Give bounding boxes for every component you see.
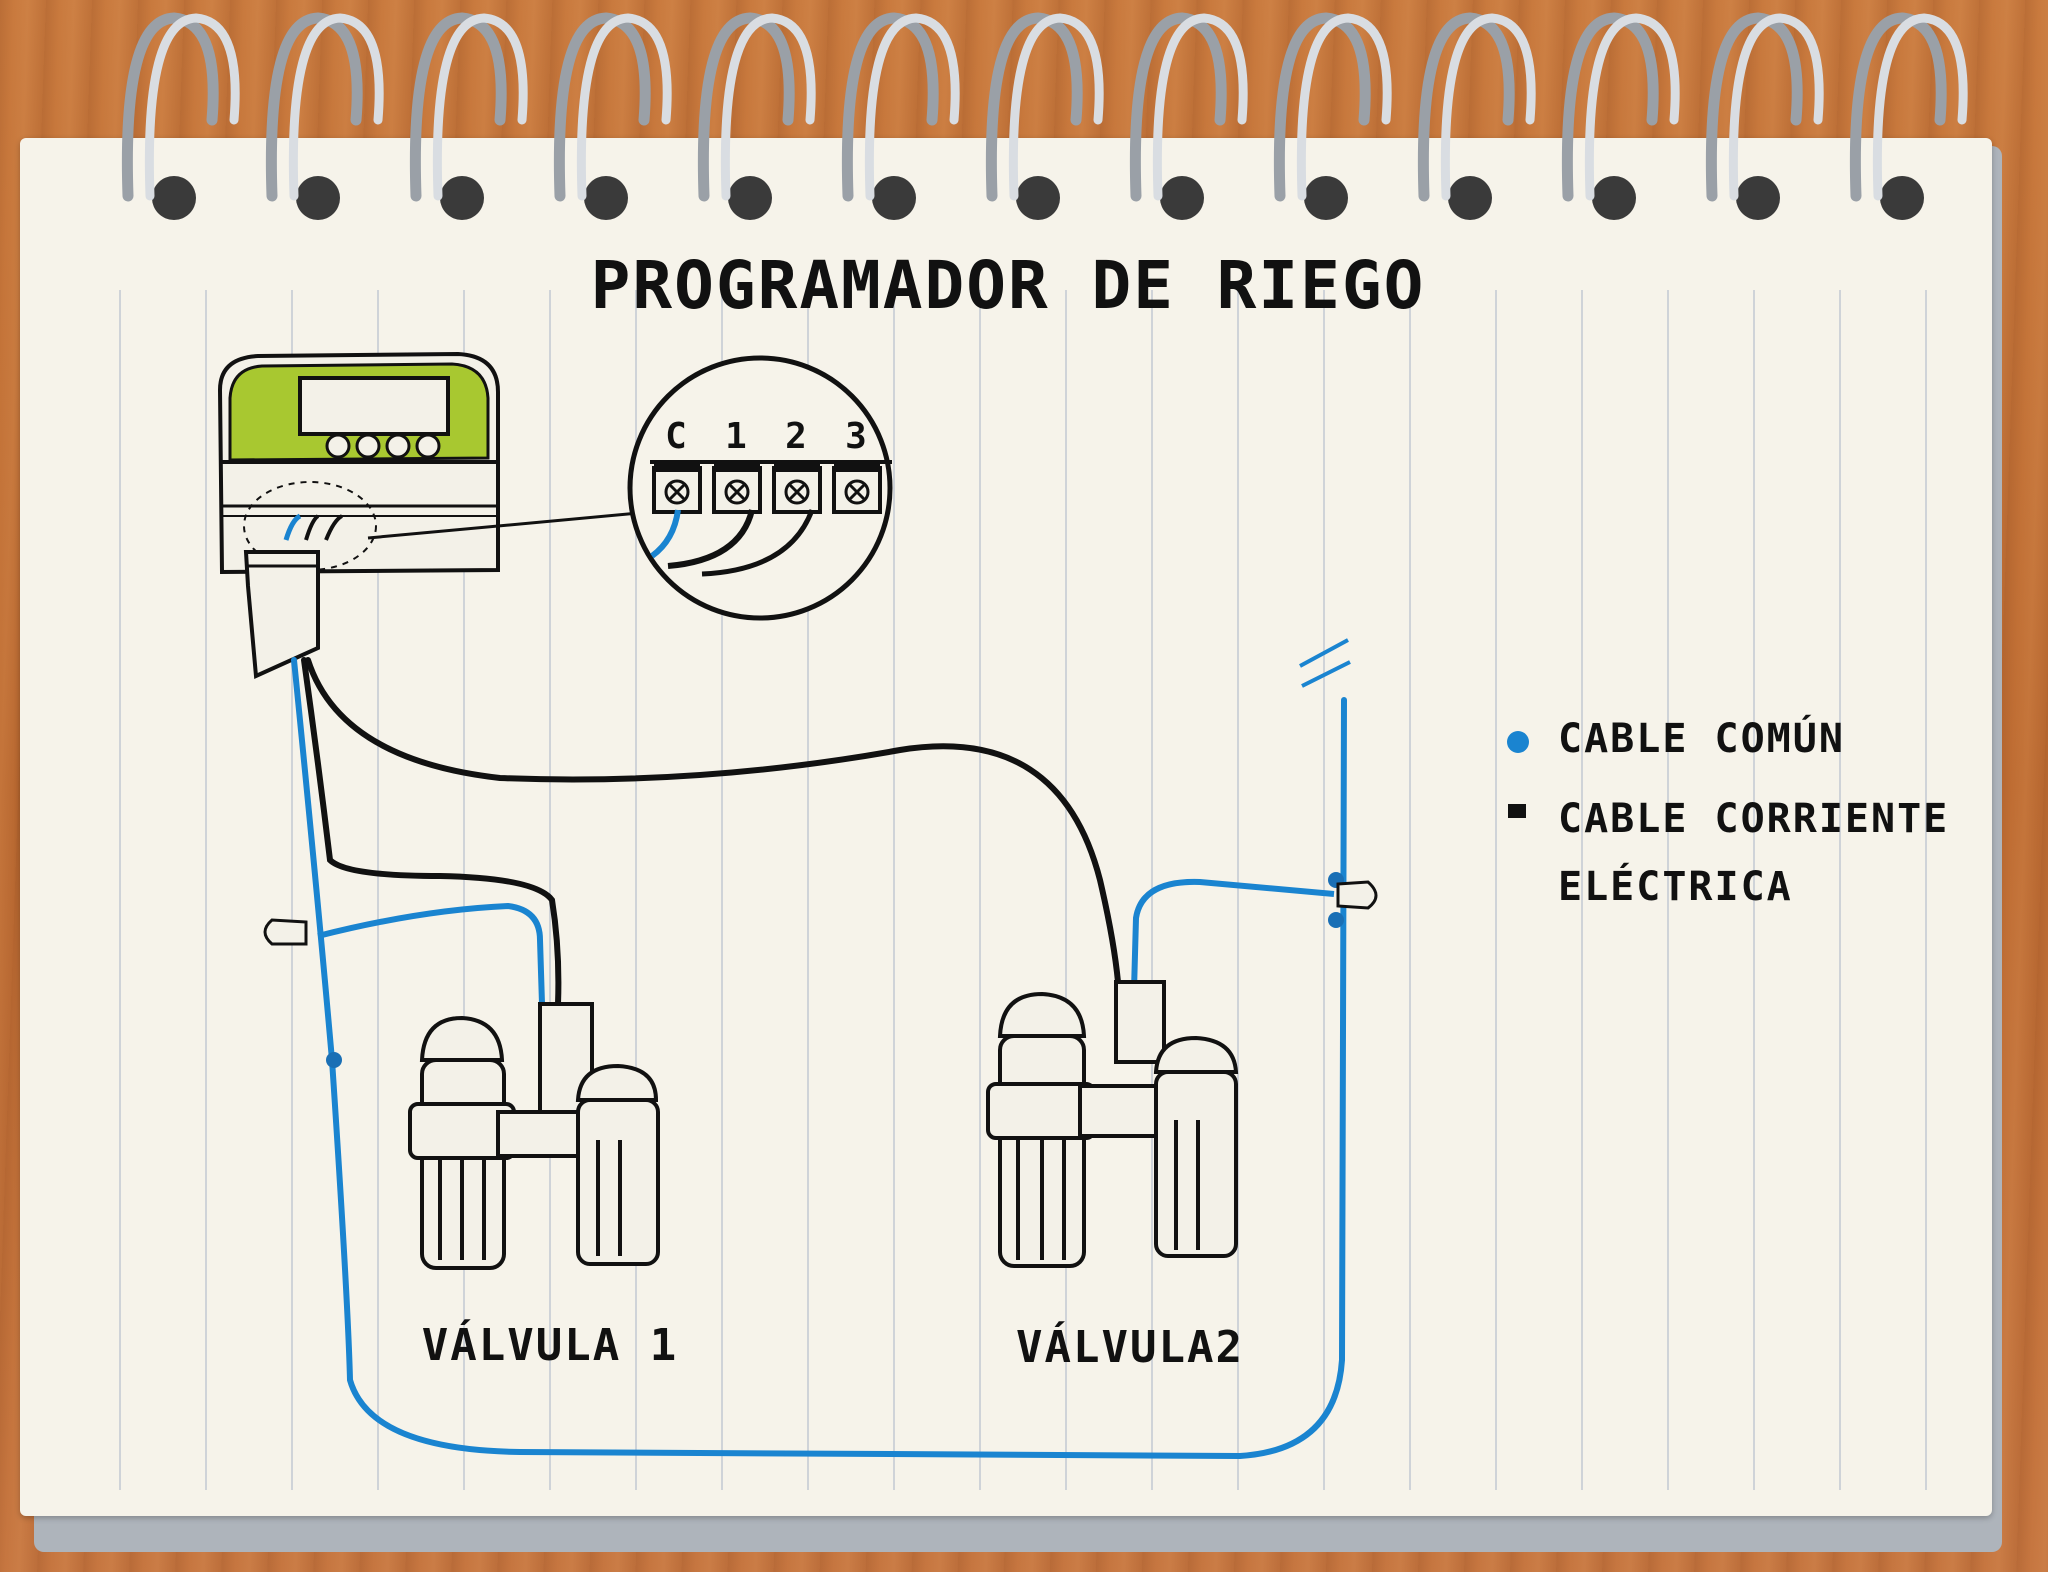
spiral-ring [1728, 13, 1824, 201]
wire-junction [326, 1052, 342, 1068]
power-wire-valve-2 [305, 657, 1121, 985]
spiral-ring [1008, 13, 1104, 201]
spiral-ring [1296, 13, 1392, 201]
terminal-screw-icon [844, 479, 870, 505]
spiral-binding [121, 12, 1968, 220]
legend: CABLE COMÚN CABLE CORRIENTE ELÉCTRICA [1507, 714, 1949, 910]
spiral-ring [1273, 12, 1371, 202]
common-wire-zoom [650, 509, 681, 559]
terminal-block [832, 466, 882, 514]
spiral-ring [1440, 13, 1536, 201]
spiral-ring [1584, 13, 1680, 201]
spiral-ring [576, 13, 672, 201]
controller-button [385, 433, 411, 459]
binding-hole [440, 176, 484, 220]
terminal-block-top [714, 462, 760, 472]
controller-display [298, 376, 450, 436]
spiral-ring [121, 12, 219, 202]
legend-common-wire-dot [1507, 731, 1529, 753]
binding-hole [1304, 176, 1348, 220]
binding-hole [1160, 176, 1204, 220]
legend-common-wire-label: CABLE COMÚN [1558, 714, 1845, 762]
terminal-block-top [834, 462, 880, 472]
terminal-label: 2 [785, 416, 809, 457]
terminal-screw-icon [784, 479, 810, 505]
binding-hole [1880, 176, 1924, 220]
binding-hole [1736, 176, 1780, 220]
spiral-ring [697, 12, 795, 202]
legend-power-wire-dot [1508, 804, 1526, 818]
binding-hole [152, 176, 196, 220]
continuation-mark [1301, 660, 1351, 688]
valve-2-label: VÁLVULA2 [1016, 1320, 1244, 1373]
spiral-ring [1872, 13, 1968, 201]
terminal-label: C [665, 416, 689, 457]
power-wire-zoom-1 [667, 509, 755, 569]
wire-connector-cap [263, 918, 308, 946]
spiral-ring [1129, 12, 1227, 202]
terminal-block-top [654, 462, 700, 472]
binding-hole [728, 176, 772, 220]
terminal-label: 3 [845, 416, 869, 457]
spiral-ring [720, 13, 816, 201]
binding-hole [584, 176, 628, 220]
terminal-screw-slot [788, 483, 806, 501]
binding-hole [872, 176, 916, 220]
power-wire-valve-1 [301, 657, 562, 1007]
legend-power-wire-label: CABLE CORRIENTE [1558, 796, 1949, 842]
valve-1-label: VÁLVULA 1 [422, 1318, 678, 1371]
spiral-ring [864, 13, 960, 201]
power-wire-zoom-2 [701, 509, 815, 577]
common-wire-valve-1 [317, 902, 545, 1005]
common-wire-valve-2 [1131, 878, 1335, 991]
irrigation-controller [217, 351, 500, 679]
binding-hole [1448, 176, 1492, 220]
spiral-ring [1561, 12, 1659, 202]
terminal-screw-icon [724, 479, 750, 505]
binding-hole [296, 176, 340, 220]
zoom-leader-line [367, 510, 651, 540]
spiral-ring [985, 12, 1083, 202]
terminal-screw-icon [664, 479, 690, 505]
spiral-ring [409, 12, 507, 202]
cable-conduit [243, 550, 320, 679]
valve-1-drawing [408, 1002, 660, 1270]
spiral-ring [1849, 12, 1947, 202]
binding-hole [1592, 176, 1636, 220]
terminal-screw-slot [668, 483, 686, 501]
spiral-ring [144, 13, 240, 201]
valve-2-drawing [986, 980, 1239, 1268]
terminal-label: 1 [725, 416, 749, 457]
controller-button [325, 433, 351, 459]
common-wire-loop [291, 657, 1347, 1460]
spiral-ring [432, 13, 528, 201]
binding-hole [1016, 176, 1060, 220]
spiral-ring [841, 12, 939, 202]
spiral-ring [288, 13, 384, 201]
legend-power-wire-label-line2: ELÉCTRICA [1558, 862, 1793, 910]
spiral-ring [553, 12, 651, 202]
spiral-ring [265, 12, 363, 202]
wire-junction [1328, 912, 1344, 928]
terminal-screw-slot [728, 483, 746, 501]
continuation-mark [1299, 638, 1349, 668]
spiral-ring [1417, 12, 1515, 202]
terminal-screw-slot [848, 483, 866, 501]
terminal-block-top [774, 462, 820, 472]
controller-button [415, 433, 441, 459]
controller-button [355, 433, 381, 459]
spiral-ring [1152, 13, 1248, 201]
diagram-title: PROGRAMADOR DE RIEGO [591, 247, 1426, 324]
wire-connector-cap [1336, 880, 1378, 910]
spiral-ring [1705, 12, 1803, 202]
